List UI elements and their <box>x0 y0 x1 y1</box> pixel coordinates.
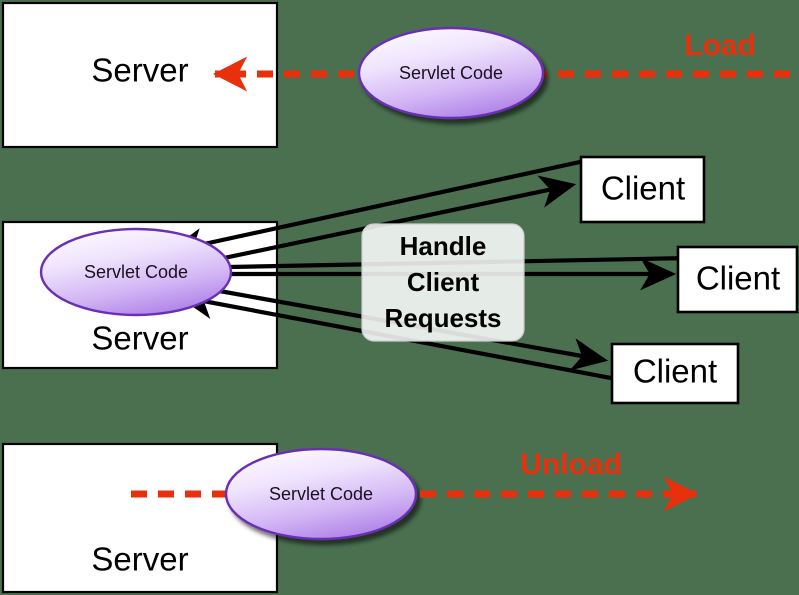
load-stage: Server Servlet Code Load <box>1 1 790 149</box>
servlet-label-load: Servlet Code <box>399 63 503 83</box>
client-box-3 <box>610 342 740 405</box>
client-label-1: Client <box>601 170 685 207</box>
client-label-2: Client <box>696 260 780 297</box>
client-label-3: Client <box>633 353 717 390</box>
handle-card-line-2: Client <box>407 267 480 297</box>
unload-action-label: Unload <box>520 448 622 481</box>
servlet-ellipse-handle <box>39 227 233 317</box>
server-label-unload: Server <box>91 541 188 578</box>
handle-card-line-3: Requests <box>384 303 501 333</box>
client-box-2 <box>676 245 799 314</box>
server-label-load: Server <box>91 52 188 89</box>
server-label-handle: Server <box>91 320 188 357</box>
unload-stage: Servlet Code Unload Server <box>1 442 699 594</box>
load-action-label: Load <box>684 29 756 62</box>
handle-card-line-1: Handle <box>400 231 487 261</box>
servlet-label-handle: Servlet Code <box>84 262 188 282</box>
servlet-ellipse-unload <box>224 447 418 541</box>
handle-stage: Handle Client Requests Servlet Code Serv… <box>1 155 799 405</box>
client-box-1 <box>579 155 706 224</box>
handle-client-requests-card <box>361 223 525 342</box>
server-box-unload <box>1 442 279 594</box>
line-client-1-to-server <box>167 157 590 261</box>
servlet-ellipse-load <box>357 26 545 120</box>
servlet-label-unload: Servlet Code <box>269 484 373 504</box>
